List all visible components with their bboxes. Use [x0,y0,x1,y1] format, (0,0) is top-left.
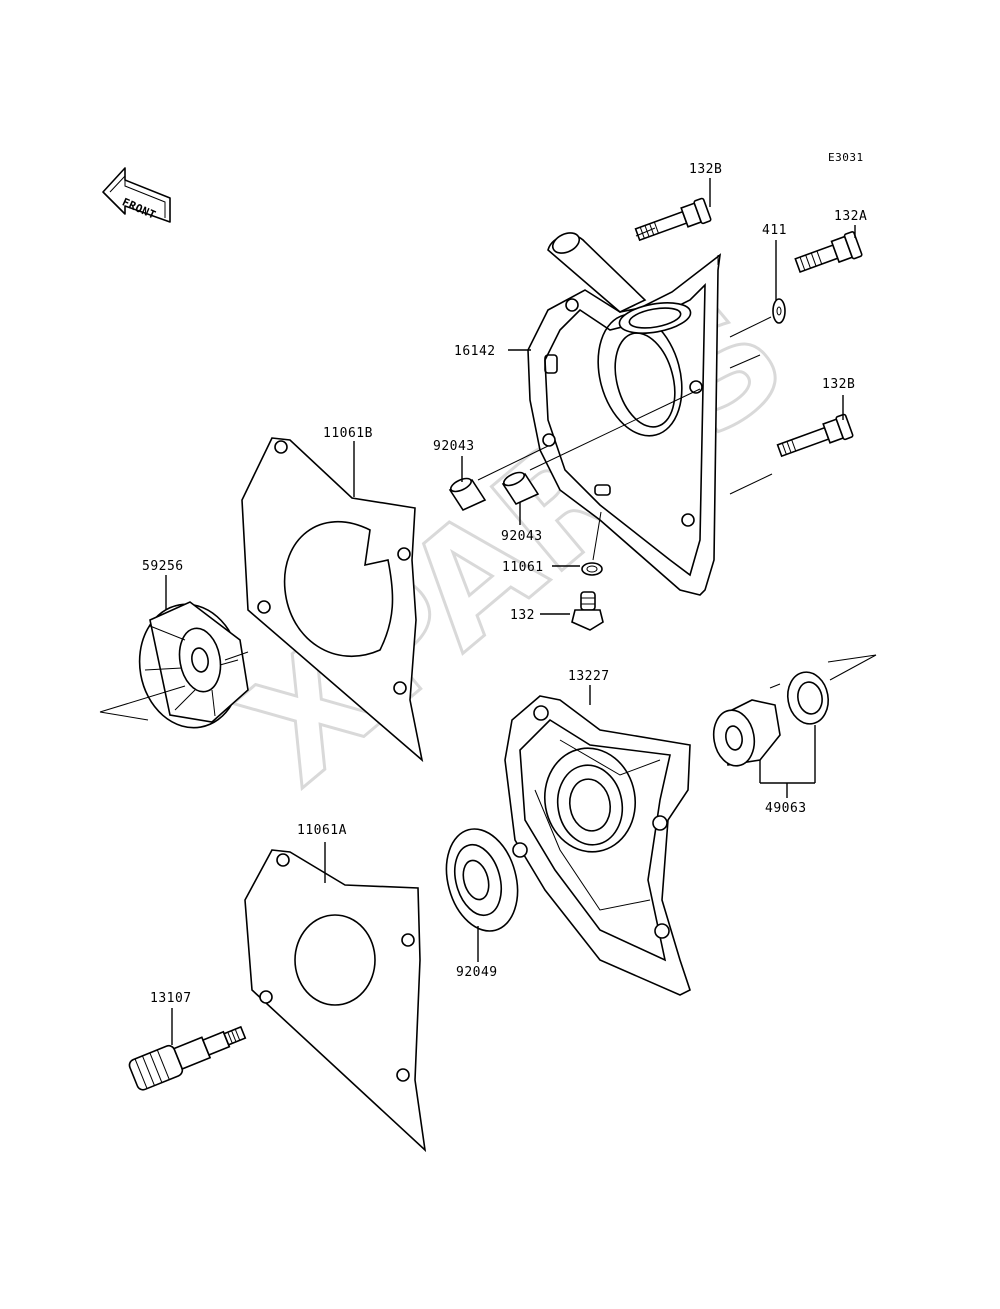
label-13107: 13107 [150,991,192,1006]
label-16142: 16142 [454,344,496,359]
impeller-59256 [138,601,249,729]
label-132b-top: 132B [689,162,722,177]
label-11061a: 11061A [297,823,347,838]
label-59256: 59256 [142,559,184,574]
washer-411 [772,298,786,324]
bolt-132a [794,231,863,273]
label-132b-mid: 132B [822,377,855,392]
label-92043-a: 92043 [433,439,475,454]
label-11061: 11061 [502,560,544,575]
label-92049: 92049 [456,965,498,980]
front-arrow-icon: FRONT [102,167,171,223]
label-411: 411 [762,223,787,238]
label-132: 132 [510,608,535,623]
cover-13227 [504,695,691,996]
gasket-11061a [244,849,427,1153]
label-11061b: 11061B [323,426,373,441]
dowel-pin-92043-a [448,477,487,512]
label-92043-b: 92043 [501,529,543,544]
dowel-pin-92043-b [501,471,540,506]
oil-seal-92049 [445,828,519,932]
valve-13107 [128,1025,247,1091]
bolt-132b-top [634,197,712,242]
label-49063: 49063 [765,801,807,816]
gasket-11061b [241,437,424,763]
o-ring-11061 [581,562,603,576]
seal-49063-a [712,699,781,767]
label-13227: 13227 [568,669,610,684]
seal-49063-b [786,671,830,725]
label-132a: 132A [834,209,867,224]
bolt-132b-mid [776,413,854,458]
diagram-code: E3031 [828,151,864,164]
drain-bolt-132 [571,591,604,631]
